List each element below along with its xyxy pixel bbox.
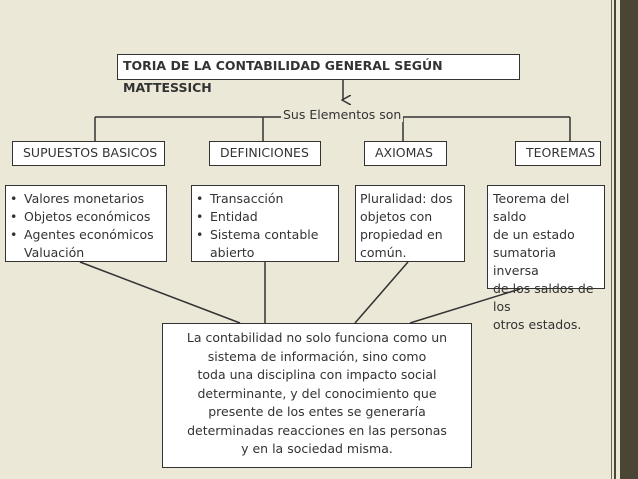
text-line: propiedad en [360, 227, 443, 242]
text-line: otros estados. [493, 317, 582, 332]
decorative-stripe-thinner [611, 0, 612, 479]
list-item: abierto [210, 245, 255, 260]
text-line: Teorema del saldo [493, 191, 570, 224]
link-supuestos [79, 261, 241, 324]
list-item: Entidad [194, 208, 336, 226]
text-line: La contabilidad no solo funciona como un [186, 330, 448, 345]
text-line: presente de los entes se generaría [208, 404, 426, 419]
text-line: determinante, y del conocimiento que [197, 385, 437, 401]
header-axiomas: AXIOMAS [364, 141, 447, 166]
link-axiomas [354, 261, 409, 324]
list-item: Valuación [24, 245, 85, 260]
text-line: de los saldos de los [493, 281, 594, 314]
axiomas-details: Pluralidad: dos objetos con propiedad en… [355, 185, 465, 262]
text-line: y en la sociedad misma. [241, 441, 393, 456]
header-teoremas: TEOREMAS [515, 141, 601, 166]
header-supuestos: SUPUESTOS BASICOS [12, 141, 165, 166]
decorative-stripe-thin [614, 0, 616, 479]
connector-label: Sus Elementos son [281, 107, 404, 122]
text-line: toda una disciplina con impacto social [197, 367, 437, 382]
list-item: Valores monetarios [8, 190, 164, 208]
definiciones-details: Transacción Entidad Sistema contable abi… [191, 185, 339, 262]
text-line: de un estado [493, 227, 575, 242]
text-line: sistema de información, sino como [207, 348, 427, 364]
diagram-title: TORIA DE LA CONTABILIDAD GENERAL SEGÚN M… [117, 54, 520, 95]
text-line: objetos con [360, 209, 433, 224]
list-item: Objetos económicos [8, 208, 164, 226]
text-line: Pluralidad: dos [360, 191, 453, 206]
conclusion-box: La contabilidad no solo funciona como un… [162, 323, 472, 468]
list-item: Agentes económicos [8, 226, 164, 244]
list-item: Sistema contable [194, 226, 336, 244]
text-line: sumatoria inversa [493, 245, 557, 278]
decorative-stripe [620, 0, 638, 479]
header-definiciones: DEFINICIONES [209, 141, 321, 166]
link-teoremas [409, 288, 521, 324]
supuestos-details: Valores monetarios Objetos económicos Ag… [5, 185, 167, 262]
list-item: Transacción [194, 190, 336, 208]
teoremas-details: Teorema del saldo de un estado sumatoria… [487, 185, 605, 332]
text-line: determinadas reacciones en las personas [187, 422, 447, 438]
text-line: común. [360, 245, 407, 260]
